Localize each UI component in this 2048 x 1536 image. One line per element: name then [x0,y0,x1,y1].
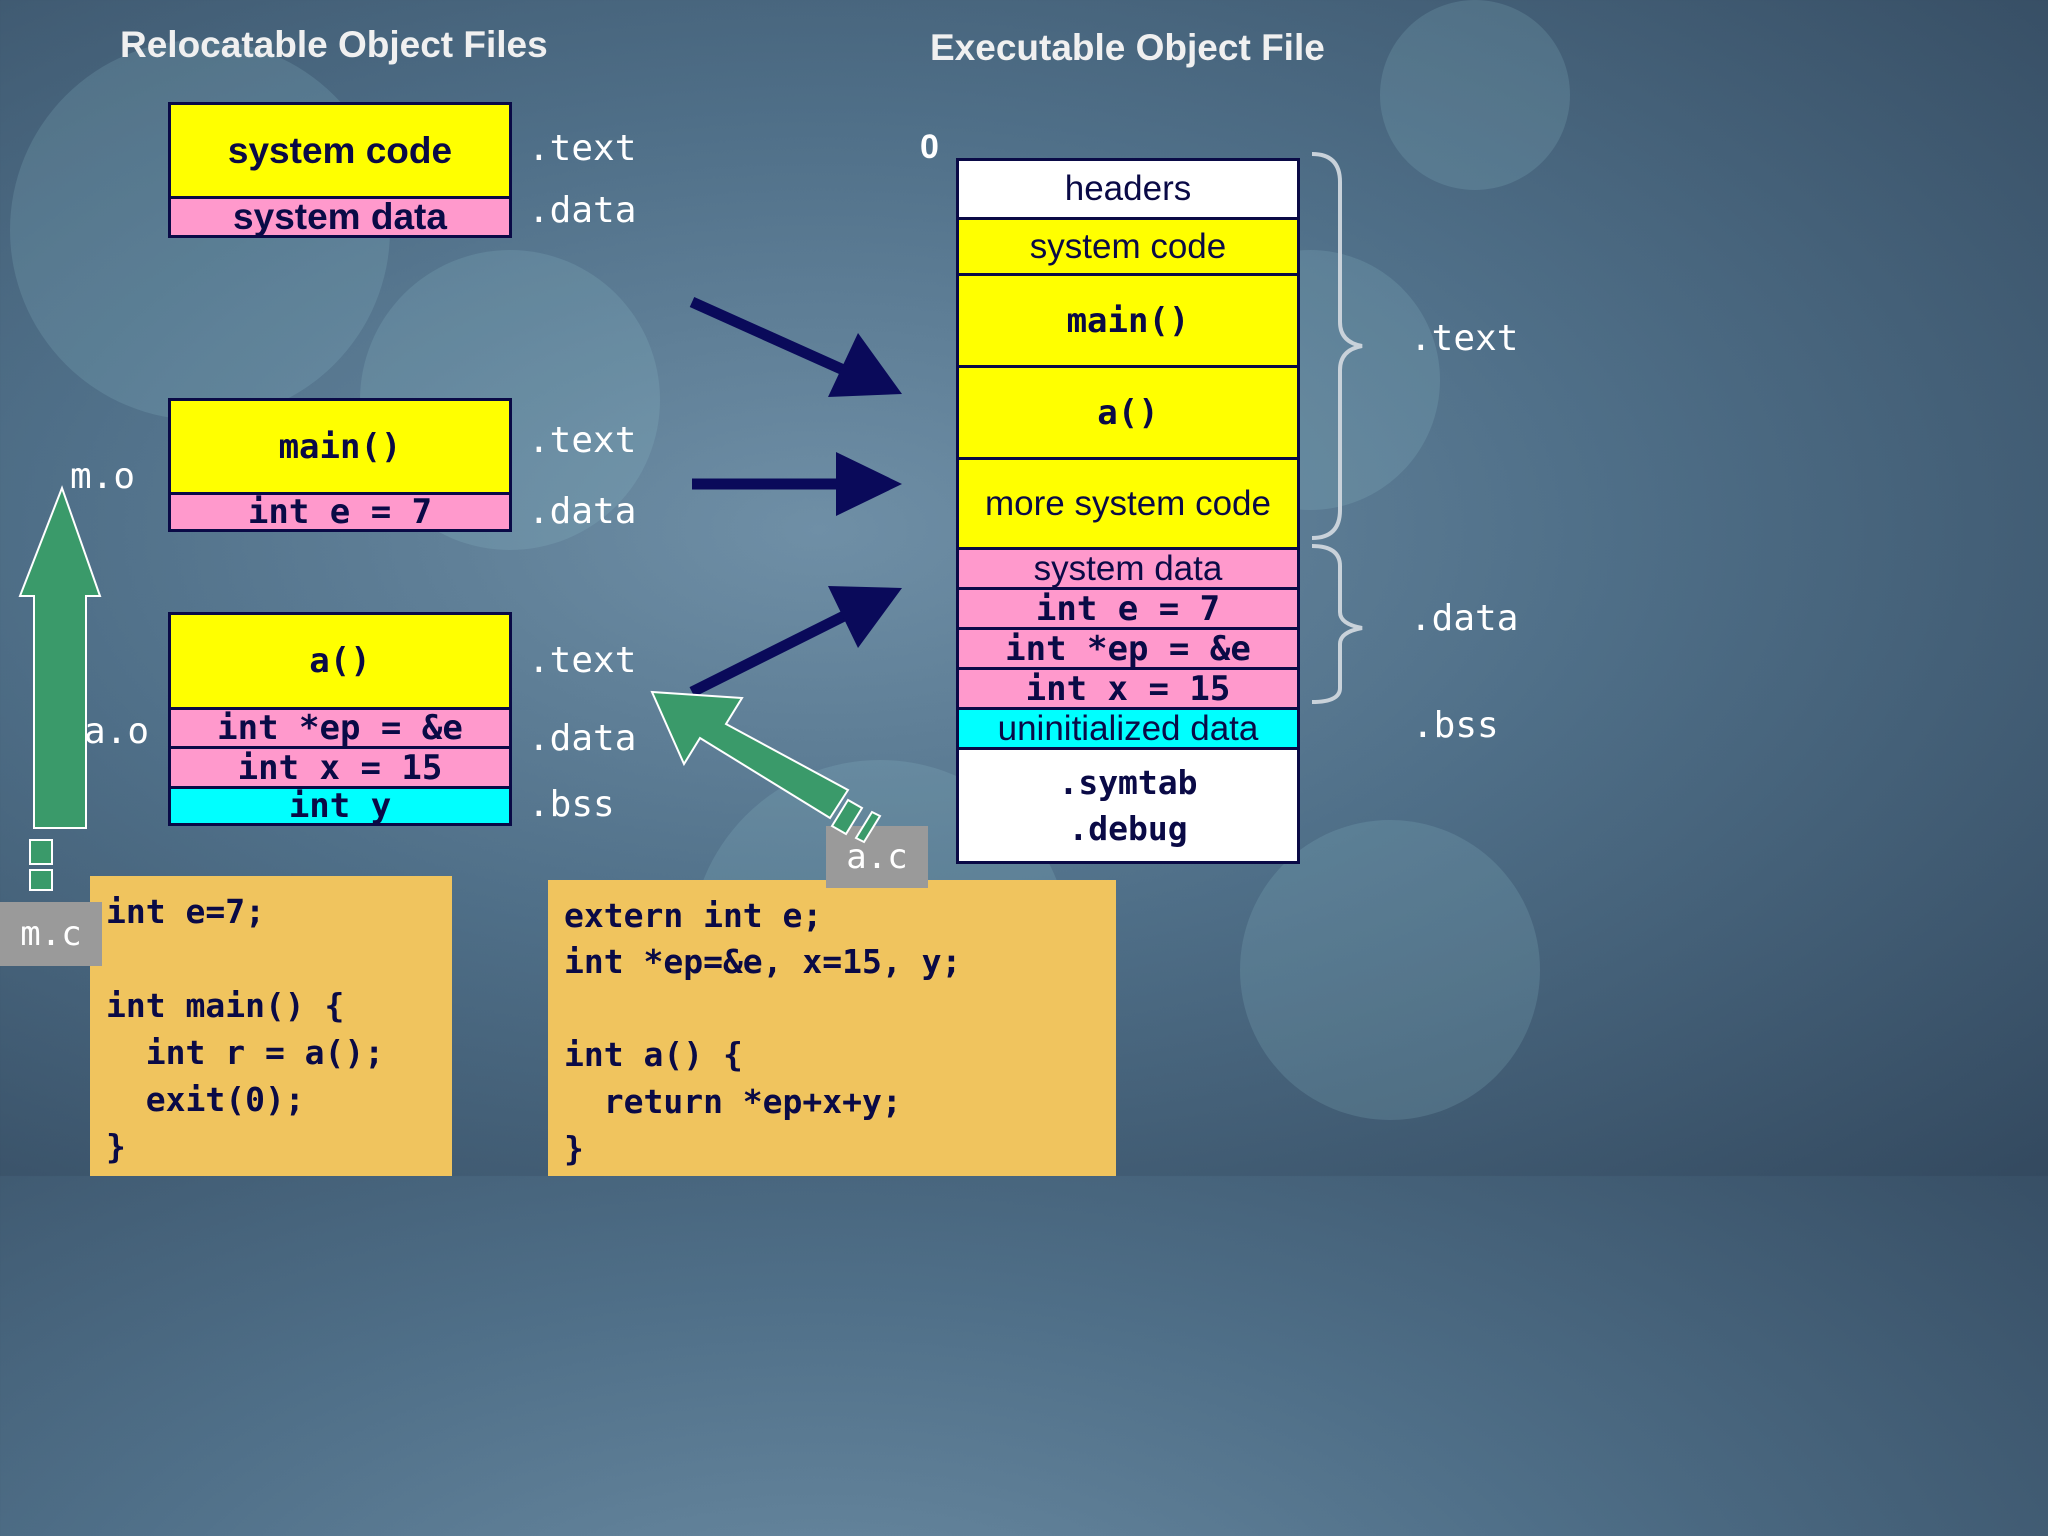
section-label-data: .data [528,190,637,231]
more-system-code-row: more system code [959,457,1297,547]
arrow-to-executable-bottom [689,586,902,697]
arrows-layer [18,152,1363,891]
executable-title: Executable Object File [930,27,1325,68]
a-function-row: a() [959,365,1297,457]
code-line: int main() { [106,986,345,1025]
code-line: return *ep+x+y; [564,1082,902,1121]
text-brace [1311,152,1363,540]
background-bubble [1380,0,1570,190]
a-c-source-box: extern int e; int *ep=&e, x=15, y; int a… [548,880,1116,1176]
main-function-row: main() [171,401,509,492]
code-line: exit(0); [106,1080,305,1119]
int-y-row: int y [171,786,509,826]
section-label-bss: .bss [1412,705,1499,746]
compile-arrow-m [18,485,102,891]
code-line: } [564,1129,584,1168]
compile-arrow-a [650,690,882,844]
a-c-label: a.c [826,826,928,888]
uninitialized-data-row: uninitialized data [959,707,1297,748]
arrow-to-executable-top [689,296,902,397]
int-e-row: int e = 7 [959,587,1297,629]
int-x-row: int x = 15 [171,746,509,788]
code-line: } [106,1127,126,1166]
background-bubble [1240,820,1540,1120]
system-object-box: system code system data [168,102,512,238]
address-zero-label: 0 [920,128,939,166]
system-data-row: system data [959,547,1297,588]
relocatable-title: Relocatable Object Files [120,24,548,65]
section-label-text: .text [528,128,637,169]
symtab-debug-row: .symtab .debug [959,747,1297,861]
system-code-row: system code [171,105,509,196]
section-label-data: .data [528,718,637,759]
code-line: int a() { [564,1035,743,1074]
int-ep-row: int *ep = &e [959,627,1297,669]
symtab-label: .symtab [1058,762,1198,802]
system-code-row: system code [959,217,1297,273]
headers-row: headers [959,161,1297,217]
section-label-text: .text [528,640,637,681]
section-label-bss: .bss [528,784,615,825]
code-line: int *ep=&e, x=15, y; [564,942,962,981]
m-c-label: m.c [0,902,102,966]
executable-object-box: headers system code main() a() more syst… [956,158,1300,864]
int-ep-row: int *ep = &e [171,707,509,748]
a-o-object-box: a() int *ep = &e int x = 15 int y [168,612,512,826]
system-data-row: system data [171,196,509,237]
int-e-row: int e = 7 [171,492,509,532]
section-label-data: .data [528,491,637,532]
m-o-object-box: main() int e = 7 [168,398,512,532]
a-o-label: a.o [84,711,150,752]
data-brace [1311,544,1363,704]
m-c-source-box: int e=7; int main() { int r = a(); exit(… [90,876,452,1176]
section-label-text: .text [1410,318,1519,359]
code-line: extern int e; [564,896,823,935]
code-line: int r = a(); [106,1033,385,1072]
arrow-to-executable-middle [692,452,902,516]
section-label-data: .data [1410,598,1519,639]
code-line: int e=7; [106,892,265,931]
m-o-label: m.o [70,456,136,497]
a-function-row: a() [171,615,509,707]
main-function-row: main() [959,273,1297,365]
section-label-text: .text [528,420,637,461]
int-x-row: int x = 15 [959,667,1297,709]
debug-label: .debug [1068,808,1188,848]
